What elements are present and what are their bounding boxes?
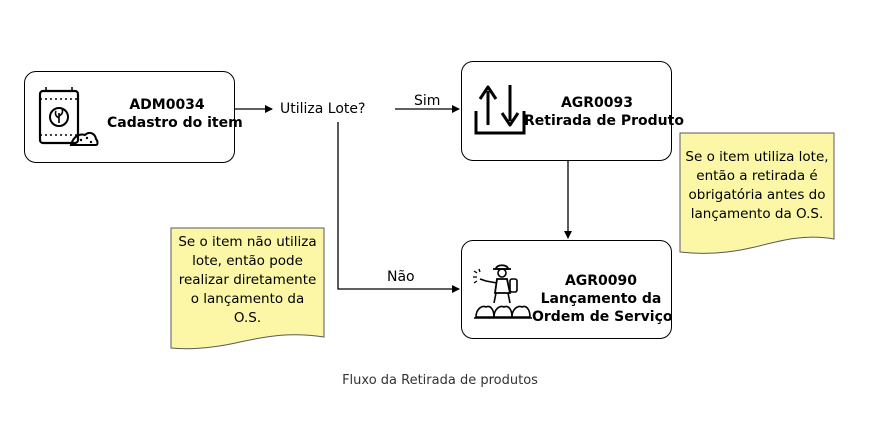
note-left-line: realizar diretamente [178,272,317,288]
figure-caption: Fluxo da Retirada de produtos [342,373,538,388]
note-left-line: o lançamento da [190,291,305,307]
node-cadastro-item: ADM0034 Cadastro do item [24,71,243,163]
node-retirada-produto: AGR0093 Retirada de Produto [461,61,684,161]
note-right-shape [679,132,835,254]
node-cadastro-name: Cadastro do item [107,115,243,131]
crop-spraying-icon [473,264,532,319]
note-left-line: Se o item não utiliza [178,234,317,250]
product-exchange-icon [474,85,526,135]
note-right-line: obrigatória antes do [688,187,826,203]
edge-yes-label: Sim [414,93,441,109]
note-left-line: lote, então pode [192,253,303,269]
edge-no-label: Não [387,269,415,285]
note-right-line: lançamento da O.S. [690,206,824,222]
node-lancamento-os: AGR0090 Lançamento da Ordem de Serviço [461,240,673,339]
node-cadastro-title: ADM0034 Cadastro do item [107,96,243,132]
note-left: Se o item não utiliza lote, então pode r… [171,233,324,328]
node-lancamento-name-line2: Ordem de Serviço [532,309,673,325]
seed-bag-icon [38,87,99,146]
node-retirada-title: AGR0093 Retirada de Produto [524,94,684,130]
node-retirada-code: AGR0093 [560,95,634,111]
note-right-line: Se o item utiliza lote, [685,149,829,165]
note-left-line: O.S. [233,310,262,326]
note-left-shape [170,227,325,350]
node-lancamento-title: AGR0090 Lançamento da Ordem de Serviço [532,272,673,326]
edge-decision-to-lancamento [337,122,460,293]
node-retirada-name: Retirada de Produto [524,113,684,129]
decision-label: Utiliza Lote? [280,101,366,117]
note-right-line: então a retirada é [696,168,818,184]
note-right: Se o item utiliza lote, então a retirada… [680,148,834,224]
node-cadastro-code: ADM0034 [129,97,205,113]
node-lancamento-name-line1: Lançamento da [540,291,662,307]
node-lancamento-code: AGR0090 [564,273,638,289]
